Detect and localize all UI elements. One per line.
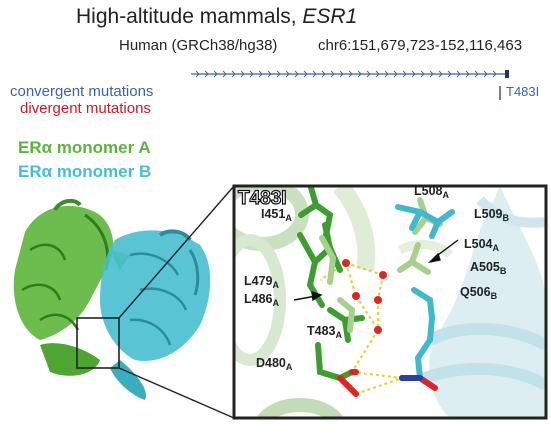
mutation-marker-label: T483I bbox=[506, 84, 540, 99]
chevron-mark bbox=[420, 70, 425, 78]
residue-label-a505: A505B bbox=[470, 260, 507, 276]
chevron-mark bbox=[240, 70, 245, 78]
legend-divergent: divergent mutations bbox=[20, 100, 151, 117]
chevron-mark bbox=[258, 70, 263, 78]
residue-label-i451: I451A bbox=[261, 207, 292, 223]
chevron-mark bbox=[492, 70, 497, 78]
genome-assembly-label: Human (GRCh38/hg38) bbox=[119, 37, 278, 54]
residue-label-l509: L509B bbox=[474, 207, 509, 223]
chevron-mark bbox=[474, 70, 479, 78]
zoom-connector-top bbox=[118, 185, 235, 319]
chevron-mark bbox=[438, 70, 443, 78]
chevron-mark bbox=[213, 70, 218, 78]
zoom-connector-bottom bbox=[118, 367, 235, 419]
chevron-mark bbox=[222, 70, 227, 78]
chevron-mark bbox=[267, 70, 272, 78]
nitrogen-atom bbox=[399, 375, 405, 381]
chevron-mark bbox=[285, 70, 290, 78]
chevron-mark bbox=[330, 70, 335, 78]
chevron-mark bbox=[303, 70, 308, 78]
exon-block bbox=[505, 70, 509, 78]
chevron-mark bbox=[375, 70, 380, 78]
chevron-mark bbox=[456, 70, 461, 78]
chevron-mark bbox=[195, 70, 200, 78]
chevron-mark bbox=[321, 70, 326, 78]
chevron-mark bbox=[357, 70, 362, 78]
chevron-mark bbox=[483, 70, 488, 78]
chevron-mark bbox=[294, 70, 299, 78]
chevron-mark bbox=[231, 70, 236, 78]
chevron-mark bbox=[447, 70, 452, 78]
inset-title: T483I bbox=[237, 188, 287, 209]
residue-label-d480: D480A bbox=[256, 356, 293, 372]
zoom-region-box bbox=[76, 317, 120, 369]
inset-frame bbox=[232, 184, 548, 420]
legend-monomer-b: ERα monomer B bbox=[18, 162, 152, 181]
chevron-mark bbox=[366, 70, 371, 78]
water-molecules bbox=[342, 259, 387, 334]
gene-direction-chevrons bbox=[195, 70, 497, 78]
chevron-mark bbox=[393, 70, 398, 78]
genomic-coordinates: chr6:151,679,723-152,116,463 bbox=[318, 37, 523, 54]
chevron-mark bbox=[249, 70, 254, 78]
residue-label-t483: T483A bbox=[307, 324, 342, 340]
residue-label-l486: L486A bbox=[244, 292, 279, 308]
background-helix-b bbox=[397, 186, 546, 418]
chevron-mark bbox=[276, 70, 281, 78]
chevron-mark bbox=[312, 70, 317, 78]
legend-monomer-a: ERα monomer A bbox=[18, 138, 151, 157]
chevron-mark bbox=[348, 70, 353, 78]
chevron-mark bbox=[411, 70, 416, 78]
chevron-mark bbox=[402, 70, 407, 78]
hydrogen-bonds bbox=[319, 261, 403, 396]
legend-convergent: convergent mutations bbox=[10, 83, 154, 100]
residue-label-l479: L479A bbox=[244, 274, 279, 290]
chevron-mark bbox=[465, 70, 470, 78]
residue-label-q506: Q506B bbox=[460, 285, 498, 301]
figure-title: High-altitude mammals, ESR1 bbox=[76, 5, 358, 28]
chevron-mark bbox=[204, 70, 209, 78]
pointer-arrows bbox=[293, 239, 459, 302]
chevron-mark bbox=[339, 70, 344, 78]
residue-sticks-b bbox=[395, 204, 455, 391]
residue-label-l504: L504A bbox=[464, 237, 499, 253]
residue-label-l508: L508A bbox=[414, 184, 449, 200]
chevron-mark bbox=[384, 70, 389, 78]
chevron-mark bbox=[429, 70, 434, 78]
